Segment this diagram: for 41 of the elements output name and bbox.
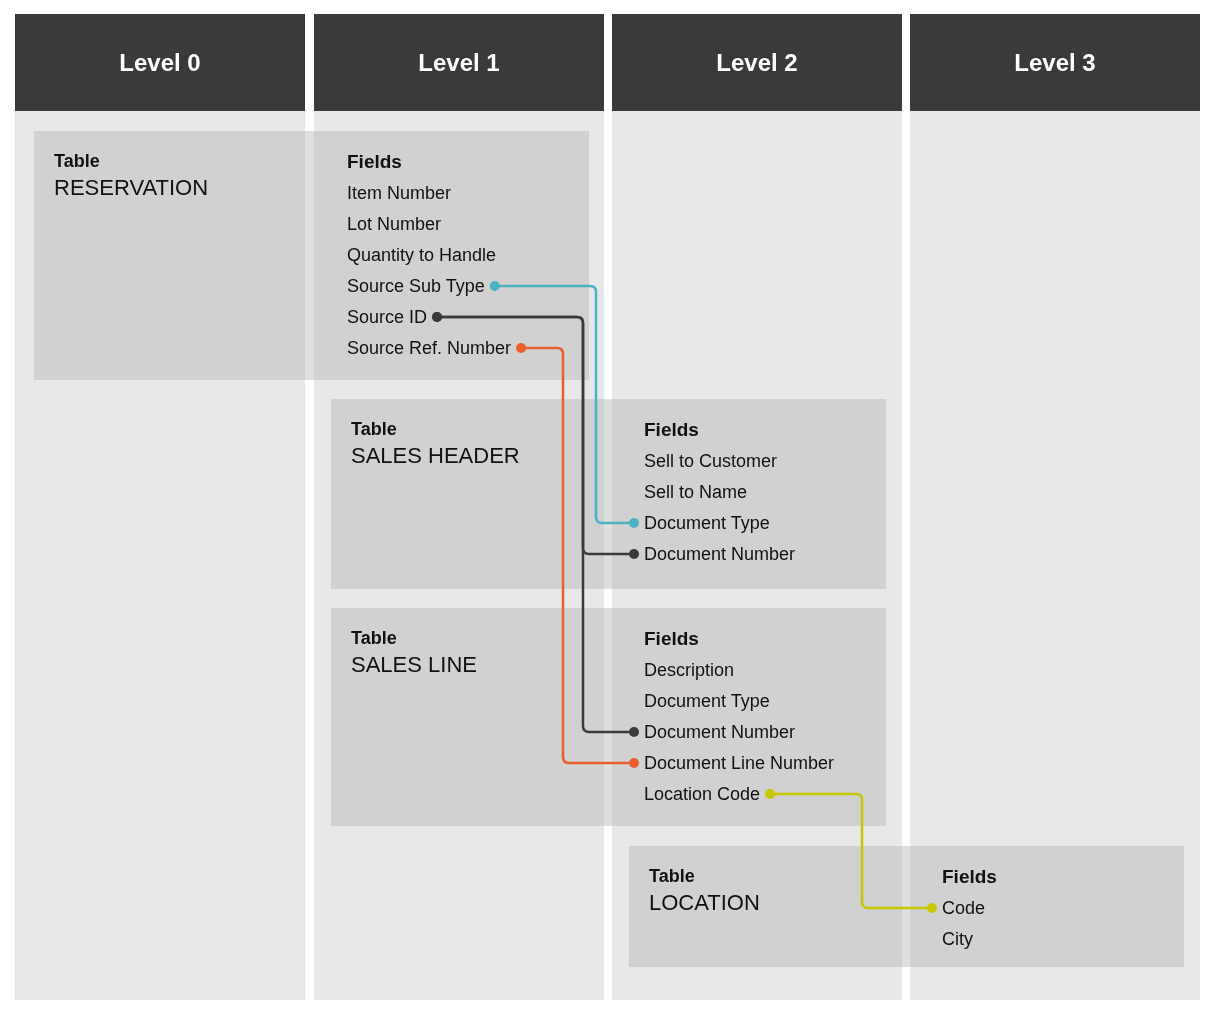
field-name: Lot Number — [337, 213, 452, 235]
connector-line — [516, 343, 639, 768]
field-name: City — [932, 928, 983, 950]
field-name: Document Line Number — [634, 752, 845, 774]
table-name: RESERVATION — [54, 175, 209, 201]
connector-line — [432, 312, 639, 737]
column-header: Level 1 — [314, 14, 604, 111]
field-name: Document Type — [634, 512, 780, 534]
field-name: Quantity to Handle — [337, 244, 507, 266]
field-name: Sell to Name — [634, 481, 758, 503]
connector-line — [765, 789, 937, 913]
field-name: Sell to Customer — [634, 450, 788, 472]
fields-heading: Fields — [644, 419, 699, 441]
field-name: Source Sub Type — [337, 275, 495, 297]
table-name: SALES HEADER — [351, 443, 520, 469]
table-name: SALES LINE — [351, 652, 477, 678]
field-name: Source ID — [337, 306, 438, 328]
field-name: Location Code — [634, 783, 771, 805]
fields-heading: Fields — [644, 628, 699, 650]
field-name: Description — [634, 659, 745, 681]
table-card — [629, 846, 1184, 967]
fields-heading: Fields — [347, 151, 402, 173]
table-label: Table — [351, 628, 397, 649]
column-header: Level 3 — [910, 14, 1200, 111]
field-name: Document Type — [634, 690, 780, 712]
field-name: Document Number — [634, 721, 806, 743]
table-name: LOCATION — [649, 890, 760, 916]
table-label: Table — [54, 151, 100, 172]
connector-line — [489, 281, 639, 528]
table-card — [331, 608, 886, 826]
fields-heading: Fields — [942, 866, 997, 888]
table-card — [34, 131, 589, 380]
field-name: Document Number — [634, 543, 806, 565]
table-card — [331, 399, 886, 589]
column-header: Level 2 — [612, 14, 902, 111]
field-name: Code — [932, 897, 996, 919]
table-label: Table — [351, 419, 397, 440]
field-name: Item Number — [337, 182, 462, 204]
table-label: Table — [649, 866, 695, 887]
column-header: Level 0 — [15, 14, 305, 111]
field-name: Source Ref. Number — [337, 337, 522, 359]
